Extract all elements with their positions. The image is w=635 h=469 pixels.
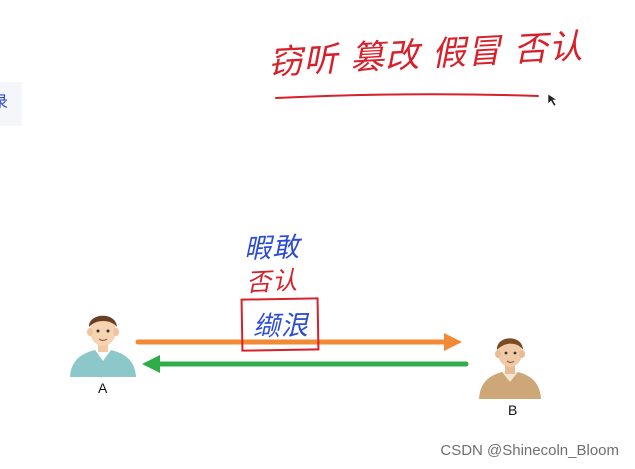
person-b-icon [479, 338, 541, 399]
orange-arrow-a-to-b [135, 333, 462, 351]
person-a-label: A [98, 380, 108, 396]
person-b-label: B [508, 402, 518, 418]
annotation-boxed: 缬泿 [240, 297, 320, 352]
person-a-icon [70, 315, 136, 377]
left-tab-text: 录 [0, 94, 9, 111]
watermark: CSDN @Shinecoln_Bloom [440, 442, 619, 459]
annotation-red-middle: 否认 [245, 265, 299, 298]
green-arrow-b-to-a [142, 355, 469, 373]
left-panel-tab[interactable]: 录 [0, 82, 22, 126]
cursor-icon [547, 93, 558, 107]
title-underline [275, 93, 539, 99]
annotation-blue-top: 暇敢 [243, 232, 301, 265]
